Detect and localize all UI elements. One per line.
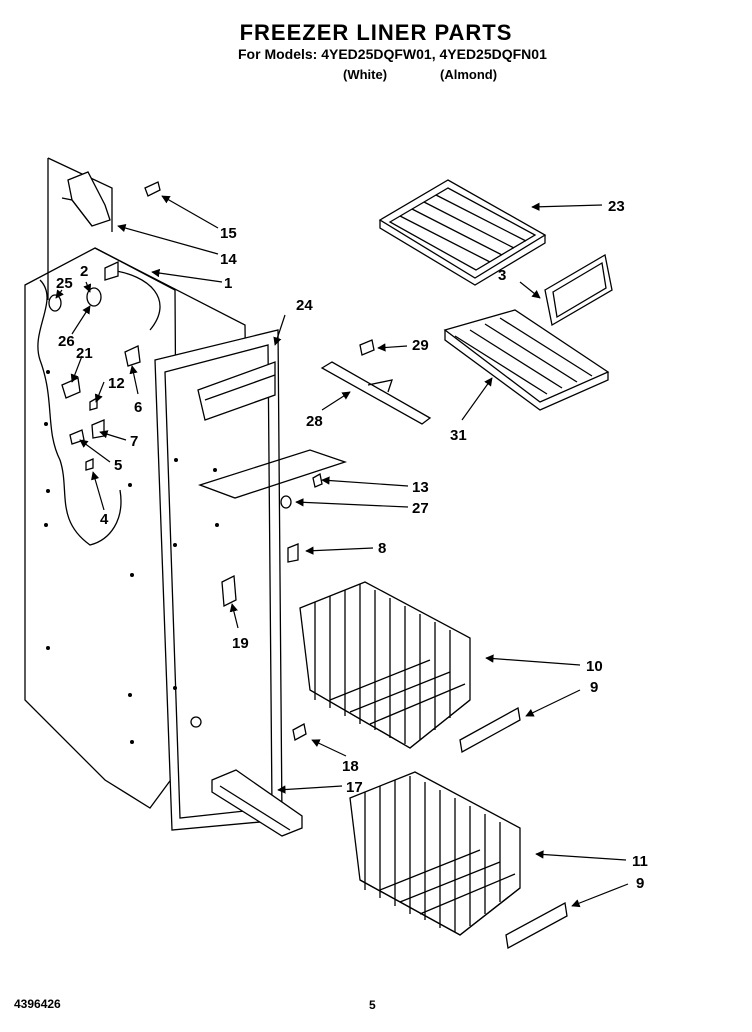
wire-shelf-part <box>443 309 610 411</box>
callout-9-lower: 9 <box>636 875 644 892</box>
screw-29-part <box>359 339 375 356</box>
bracket-part <box>61 171 111 227</box>
callout-5: 5 <box>114 457 122 474</box>
callout-2: 2 <box>80 263 88 280</box>
callout-24: 24 <box>296 297 313 314</box>
document-number: 4396426 <box>14 997 61 1011</box>
shelf-rail-part <box>320 361 432 425</box>
callout-13: 13 <box>412 479 429 496</box>
callout-10: 10 <box>586 658 603 675</box>
leader-lines <box>55 195 629 908</box>
callout-11: 11 <box>632 853 648 870</box>
models-line: For Models: 4YED25DQFW01, 4YED25DQFN01 <box>238 46 547 62</box>
callout-14: 14 <box>220 251 237 268</box>
callout-1: 1 <box>224 275 232 292</box>
freezer-liner-body <box>24 157 283 831</box>
callout-17: 17 <box>346 779 363 796</box>
screw-part <box>144 181 161 197</box>
callout-19: 19 <box>232 635 249 652</box>
callout-12: 12 <box>108 375 125 392</box>
small-hardware <box>190 472 323 728</box>
callout-3: 3 <box>498 267 506 284</box>
callout-8: 8 <box>378 540 386 557</box>
callout-labels: 23 15 14 1 25 2 26 21 12 6 7 5 4 24 3 29… <box>56 198 648 892</box>
page-header: FREEZER LINER PARTS For Models: 4YED25DQ… <box>0 0 752 92</box>
page-number: 5 <box>369 998 376 1012</box>
trim-lower-part <box>505 901 568 950</box>
diffuser-part <box>197 361 276 421</box>
callout-31: 31 <box>450 427 467 444</box>
callout-26: 26 <box>58 333 75 350</box>
callout-9-upper: 9 <box>590 679 598 696</box>
variant-white: (White) <box>343 67 388 82</box>
basket-lower-part <box>349 771 521 936</box>
shelf-front-part <box>544 253 613 327</box>
callout-4: 4 <box>100 511 109 528</box>
callout-29: 29 <box>412 337 429 354</box>
bottom-trim-part <box>211 723 307 837</box>
trim-upper-part <box>459 706 521 754</box>
basket-upper-part <box>299 581 471 749</box>
shelf-top-part <box>378 179 547 286</box>
callout-15: 15 <box>220 225 237 242</box>
variant-almond: (Almond) <box>440 67 498 82</box>
callout-18: 18 <box>342 758 359 775</box>
callout-27: 27 <box>412 500 429 517</box>
page-title: FREEZER LINER PARTS <box>239 20 513 45</box>
callout-6: 6 <box>134 399 142 416</box>
callout-28: 28 <box>306 413 323 430</box>
callout-25: 25 <box>56 275 73 292</box>
callout-21: 21 <box>76 345 93 362</box>
callout-7: 7 <box>130 433 138 450</box>
callout-23: 23 <box>608 198 625 215</box>
